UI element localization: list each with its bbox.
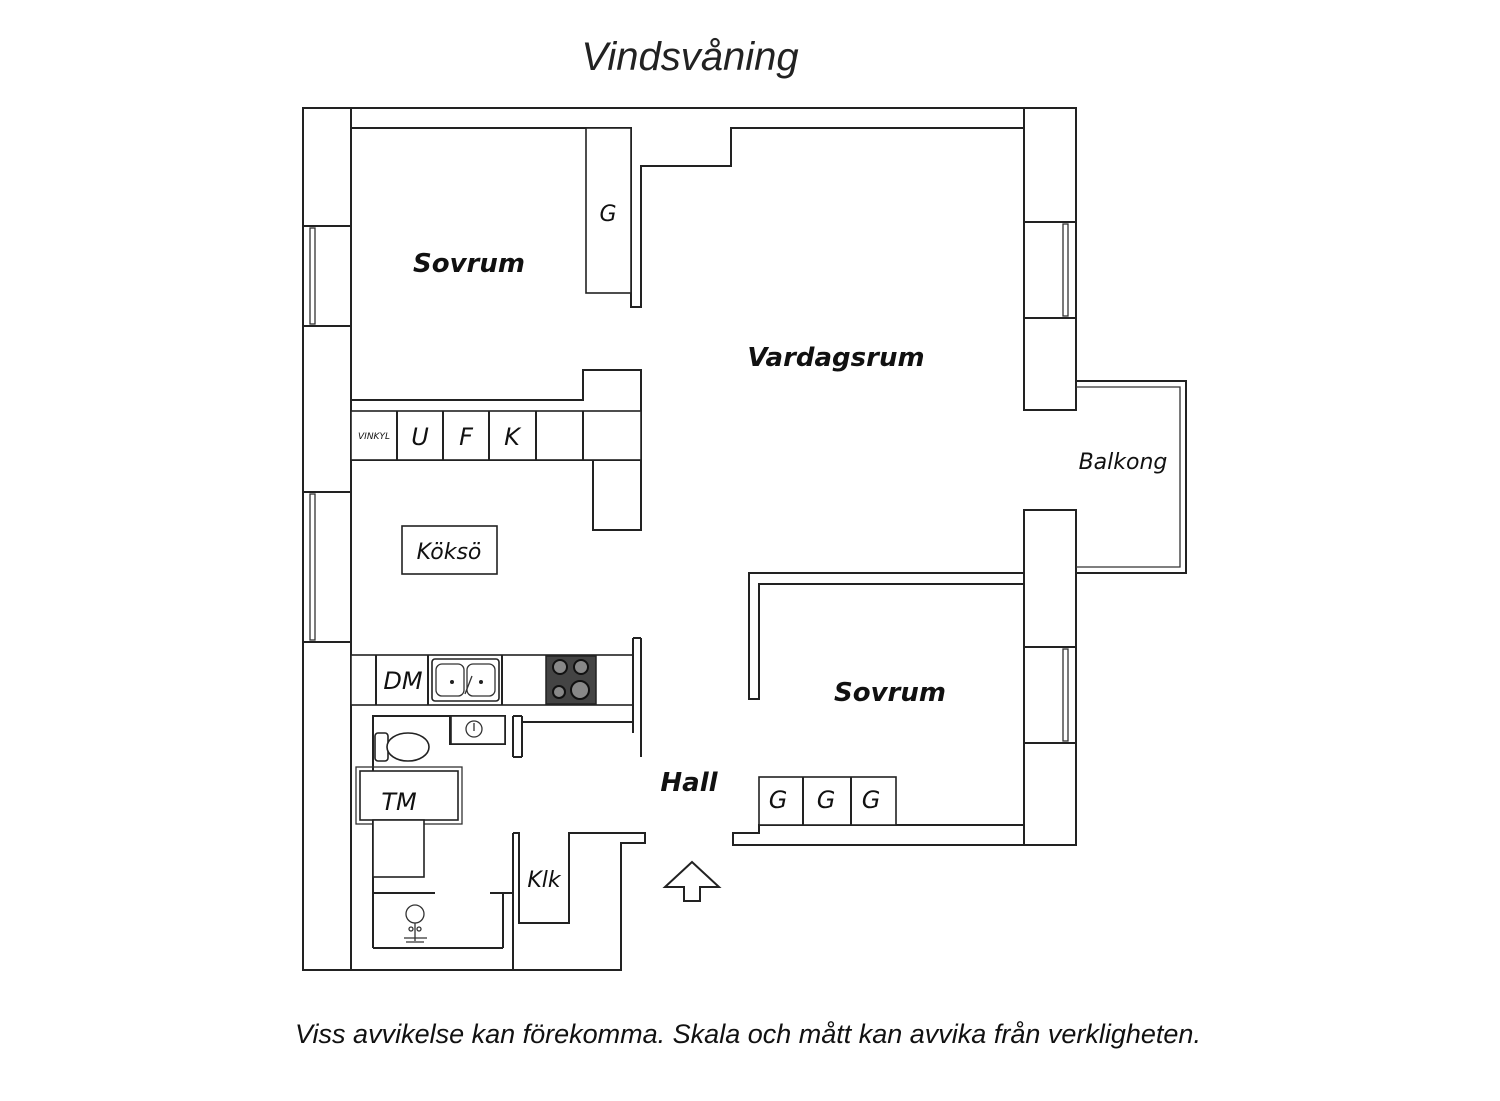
kitchen-island [401, 525, 498, 575]
balcony [1076, 380, 1187, 574]
appliance-label-washing-machine: TM [381, 788, 417, 816]
appliance-label-dishwasher: DM [383, 667, 422, 695]
appliance-label-wine-fridge: VINKYL [358, 432, 390, 442]
wardrobe-top [585, 127, 632, 294]
wardrobe-label-bottom-2: G [817, 786, 836, 814]
appliance-label-freezer: F [459, 423, 474, 451]
washing-machine [355, 766, 463, 878]
room-label-bedroom-bottom: Sovrum [834, 678, 946, 708]
wardrobe-label-top: G [599, 202, 616, 227]
kitchen-upper-row [350, 410, 642, 461]
room-label-balcony: Balkong [1079, 450, 1168, 475]
windows-left [303, 225, 351, 641]
closet-klk [513, 832, 646, 971]
plan-title: Vindsvåning [581, 35, 798, 79]
wardrobe-label-bottom-3: G [862, 786, 881, 814]
appliance-label-fridge: K [504, 423, 522, 451]
windows-right [1024, 221, 1076, 744]
room-label-closet: Klk [527, 868, 562, 893]
kitchen-sink-icon [431, 658, 500, 702]
cooktop-icon [545, 655, 597, 705]
disclaimer-text: Viss avvikelse kan förekomma. Skala och … [295, 1019, 1201, 1049]
appliance-label-oven: U [411, 423, 429, 451]
wardrobe-label-bottom-1: G [769, 786, 788, 814]
kitchen-island-label: Köksö [417, 540, 482, 565]
room-label-hall: Hall [660, 768, 718, 798]
toilet-icon [374, 732, 430, 762]
shower-icon [404, 904, 427, 943]
room-label-bedroom-top: Sovrum [413, 249, 525, 279]
room-label-living: Vardagsrum [747, 343, 924, 373]
entrance-arrow-icon [662, 860, 722, 902]
wardrobes-bottom [758, 776, 897, 826]
